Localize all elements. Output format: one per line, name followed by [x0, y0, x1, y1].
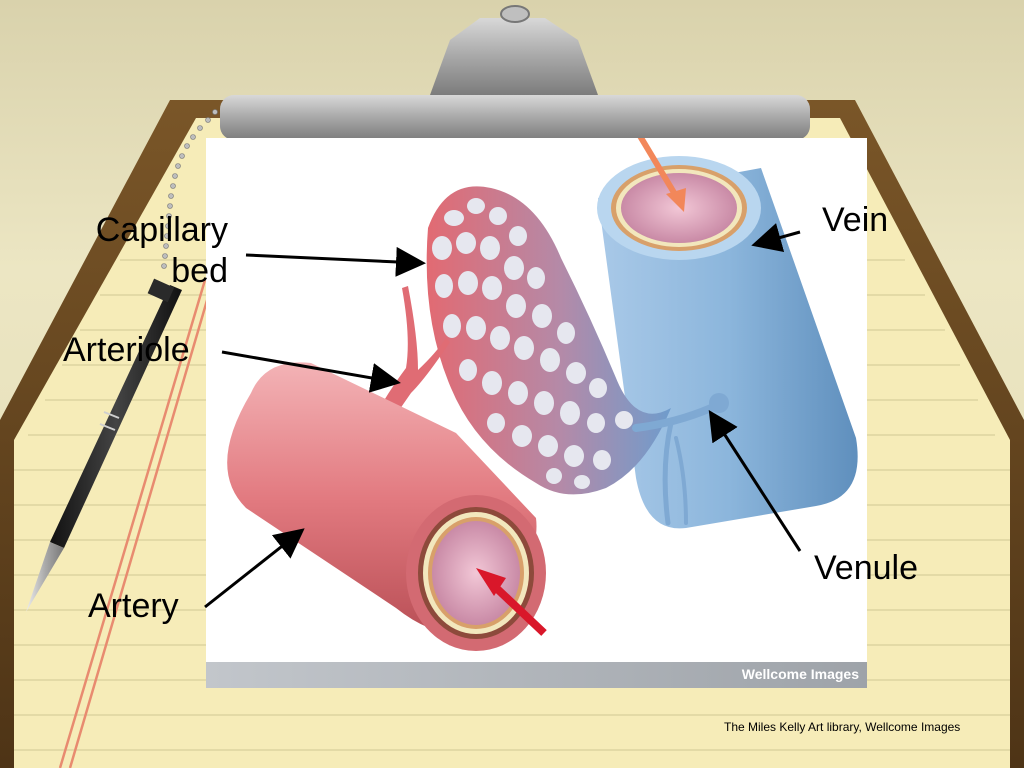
label-capillary-bed: Capillary bed	[70, 210, 228, 292]
label-capillary-line2: bed	[171, 251, 228, 290]
blood-flow-in-arrow	[476, 568, 547, 636]
image-credit: The Miles Kelly Art library, Wellcome Im…	[724, 720, 961, 734]
capillary-bed-pointer	[245, 246, 426, 277]
artery	[227, 362, 546, 651]
venule-pointer	[708, 409, 802, 552]
label-venule: Venule	[814, 549, 918, 587]
watermark-bar: Wellcome Images	[206, 662, 867, 688]
vessel-drawing	[227, 138, 858, 651]
blood-flow-out-arrow	[637, 138, 686, 212]
label-vein: Vein	[822, 201, 889, 239]
capillary-bed	[426, 186, 671, 495]
vein-pointer	[751, 223, 801, 252]
pen	[26, 278, 182, 612]
label-artery: Artery	[88, 587, 179, 625]
venule	[632, 393, 729, 526]
label-arteriole: Arteriole	[63, 331, 190, 369]
watermark-text: Wellcome Images	[741, 666, 859, 682]
arteriole-pointer	[221, 350, 401, 393]
clipboard-clip	[220, 5, 810, 140]
label-capillary-line1: Capillary	[95, 211, 228, 249]
artery-pointer	[204, 528, 305, 609]
bead-chain	[161, 109, 218, 269]
vein	[597, 156, 858, 529]
blood-vessel-illustration: Wellcome Images	[206, 138, 867, 688]
